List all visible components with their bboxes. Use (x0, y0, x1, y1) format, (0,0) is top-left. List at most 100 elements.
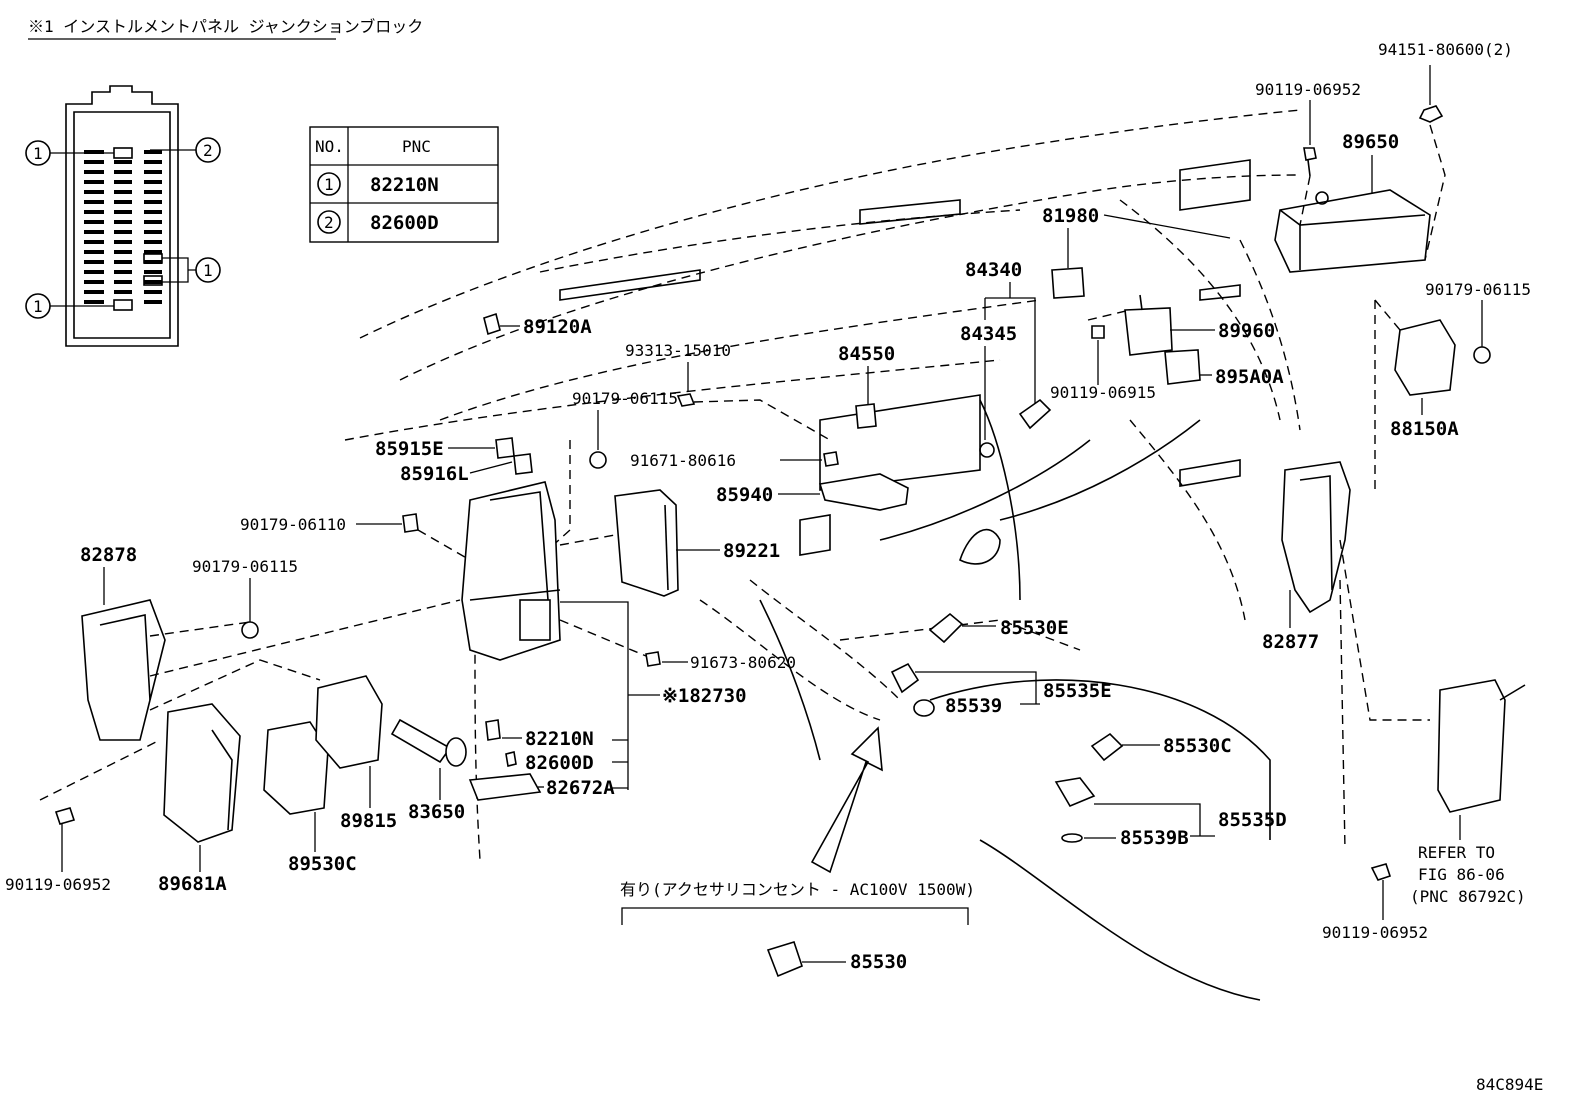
label-94151-80600: 94151-80600(2) (1378, 40, 1513, 59)
fuse-slot (114, 170, 132, 174)
fuse-slot (84, 190, 104, 194)
fuse-slot (84, 220, 104, 224)
bracket-82877 (1281, 461, 1351, 614)
fuse-slot (144, 180, 162, 184)
screw-91673-icon (645, 651, 661, 667)
label-85916L: 85916L (400, 463, 469, 485)
fuse-slot (114, 280, 132, 284)
fuse-slot (84, 160, 104, 164)
label-85539: 85539 (945, 695, 1002, 717)
junction-block-callout-1b: 1 (162, 257, 221, 283)
bolt-90119-bl-icon (54, 807, 76, 825)
fuse-slot (84, 260, 104, 264)
label-91671-80616: 91671-80616 (630, 451, 736, 470)
label-refer-pnc: (PNC 86792C) (1410, 887, 1526, 906)
fuse-slot (114, 190, 132, 194)
label-83650: 83650 (408, 801, 465, 823)
fuse-slot (84, 230, 104, 234)
module-89815 (315, 675, 383, 769)
label-85535E: 85535E (1043, 680, 1112, 702)
bulb-85535D-icon (1054, 777, 1096, 808)
relay-85916L (513, 453, 533, 475)
fuse-82210N-icon (485, 719, 501, 741)
junction-block-82730 (461, 481, 561, 661)
bulb-85539-icon (913, 699, 935, 717)
fuse-slot (144, 260, 162, 264)
table-header-no: NO. (315, 137, 344, 156)
label-81980: 81980 (1042, 205, 1099, 227)
label-90179-06115-right: 90179-06115 (1425, 280, 1531, 299)
screw-93313-icon (676, 393, 696, 407)
switch-85940 (818, 473, 909, 511)
fuse-slot (144, 210, 162, 214)
label-85530E: 85530E (1000, 617, 1069, 639)
relay-81980 (1051, 267, 1085, 299)
leader-94151 (1424, 124, 1446, 261)
option-bracket (621, 907, 969, 925)
label-85530: 85530 (850, 951, 907, 973)
fuse-slot (144, 170, 162, 174)
module-89960 (1124, 294, 1173, 356)
fuse-slot (114, 180, 132, 184)
fuse-slot (144, 150, 162, 154)
bolt-90119-top-icon (1303, 147, 1317, 177)
table-row1-pnc: 82210N (370, 174, 439, 196)
table-row2-no: 2 (324, 213, 334, 232)
nut-90179-center-icon (589, 451, 607, 469)
label-89681A: 89681A (158, 873, 227, 895)
svg-text:1: 1 (33, 144, 43, 163)
clip-89120A-icon (483, 312, 501, 336)
fuse-slot (144, 290, 162, 294)
label-82730: ※182730 (662, 685, 747, 707)
bracket-82878 (81, 599, 166, 741)
svg-text:1: 1 (203, 261, 213, 280)
label-90119-06952-top: 90119-06952 (1255, 80, 1361, 99)
table-row1-no: 1 (324, 175, 334, 194)
label-refer-fig: FIG 86-06 (1418, 865, 1505, 884)
module-89681A (163, 703, 241, 843)
switch-84340 (1018, 398, 1052, 430)
direction-arrow (810, 726, 883, 874)
label-85940: 85940 (716, 484, 773, 506)
fuse-slot (144, 190, 162, 194)
label-88150A: 88150A (1390, 418, 1459, 440)
label-90119-06915: 90119-06915 (1050, 383, 1156, 402)
fuse-slot (114, 270, 132, 274)
relay-85915E (495, 437, 515, 459)
bolt-90119-br-icon (1370, 863, 1392, 881)
label-85535D: 85535D (1218, 809, 1287, 831)
label-90119-06952-bl: 90119-06952 (5, 875, 111, 894)
junction-block-callout-2: 2 (150, 137, 221, 163)
fuse-slot (144, 280, 162, 284)
socket-85530E (928, 612, 964, 644)
fuse-slot (84, 210, 104, 214)
label-89120A: 89120A (523, 316, 592, 338)
fuse-slot (144, 250, 162, 254)
leader-90119-top (1299, 175, 1311, 226)
nut-90179-right-icon (1473, 346, 1491, 364)
fuse-slot (114, 290, 132, 294)
label-90179-06115-left: 90179-06115 (192, 557, 298, 576)
fuse-slot (84, 170, 104, 174)
fuse-slot (84, 270, 104, 274)
clip-84345-icon (979, 442, 995, 458)
fuse-slot (84, 200, 104, 204)
module-89530C (263, 721, 329, 815)
module-89650 (1274, 189, 1431, 273)
label-89960: 89960 (1218, 320, 1275, 342)
label-82878: 82878 (80, 544, 137, 566)
cover-82672A (468, 773, 542, 801)
fuse-slot (84, 280, 104, 284)
junction-block-drawing (65, 85, 179, 347)
fuse-slot (144, 240, 162, 244)
label-84345: 84345 (960, 323, 1017, 345)
label-93313-15010: 93313-15010 (625, 341, 731, 360)
figure-code: 84C894E (1476, 1075, 1543, 1094)
label-89221: 89221 (723, 540, 780, 562)
module-88150A (1394, 319, 1456, 396)
table-row2-pnc: 82600D (370, 212, 439, 234)
option-note: 有り(アクセサリコンセント - AC100V 1500W) (620, 880, 975, 899)
fuse-slot (84, 180, 104, 184)
fuse-slot (114, 250, 132, 254)
